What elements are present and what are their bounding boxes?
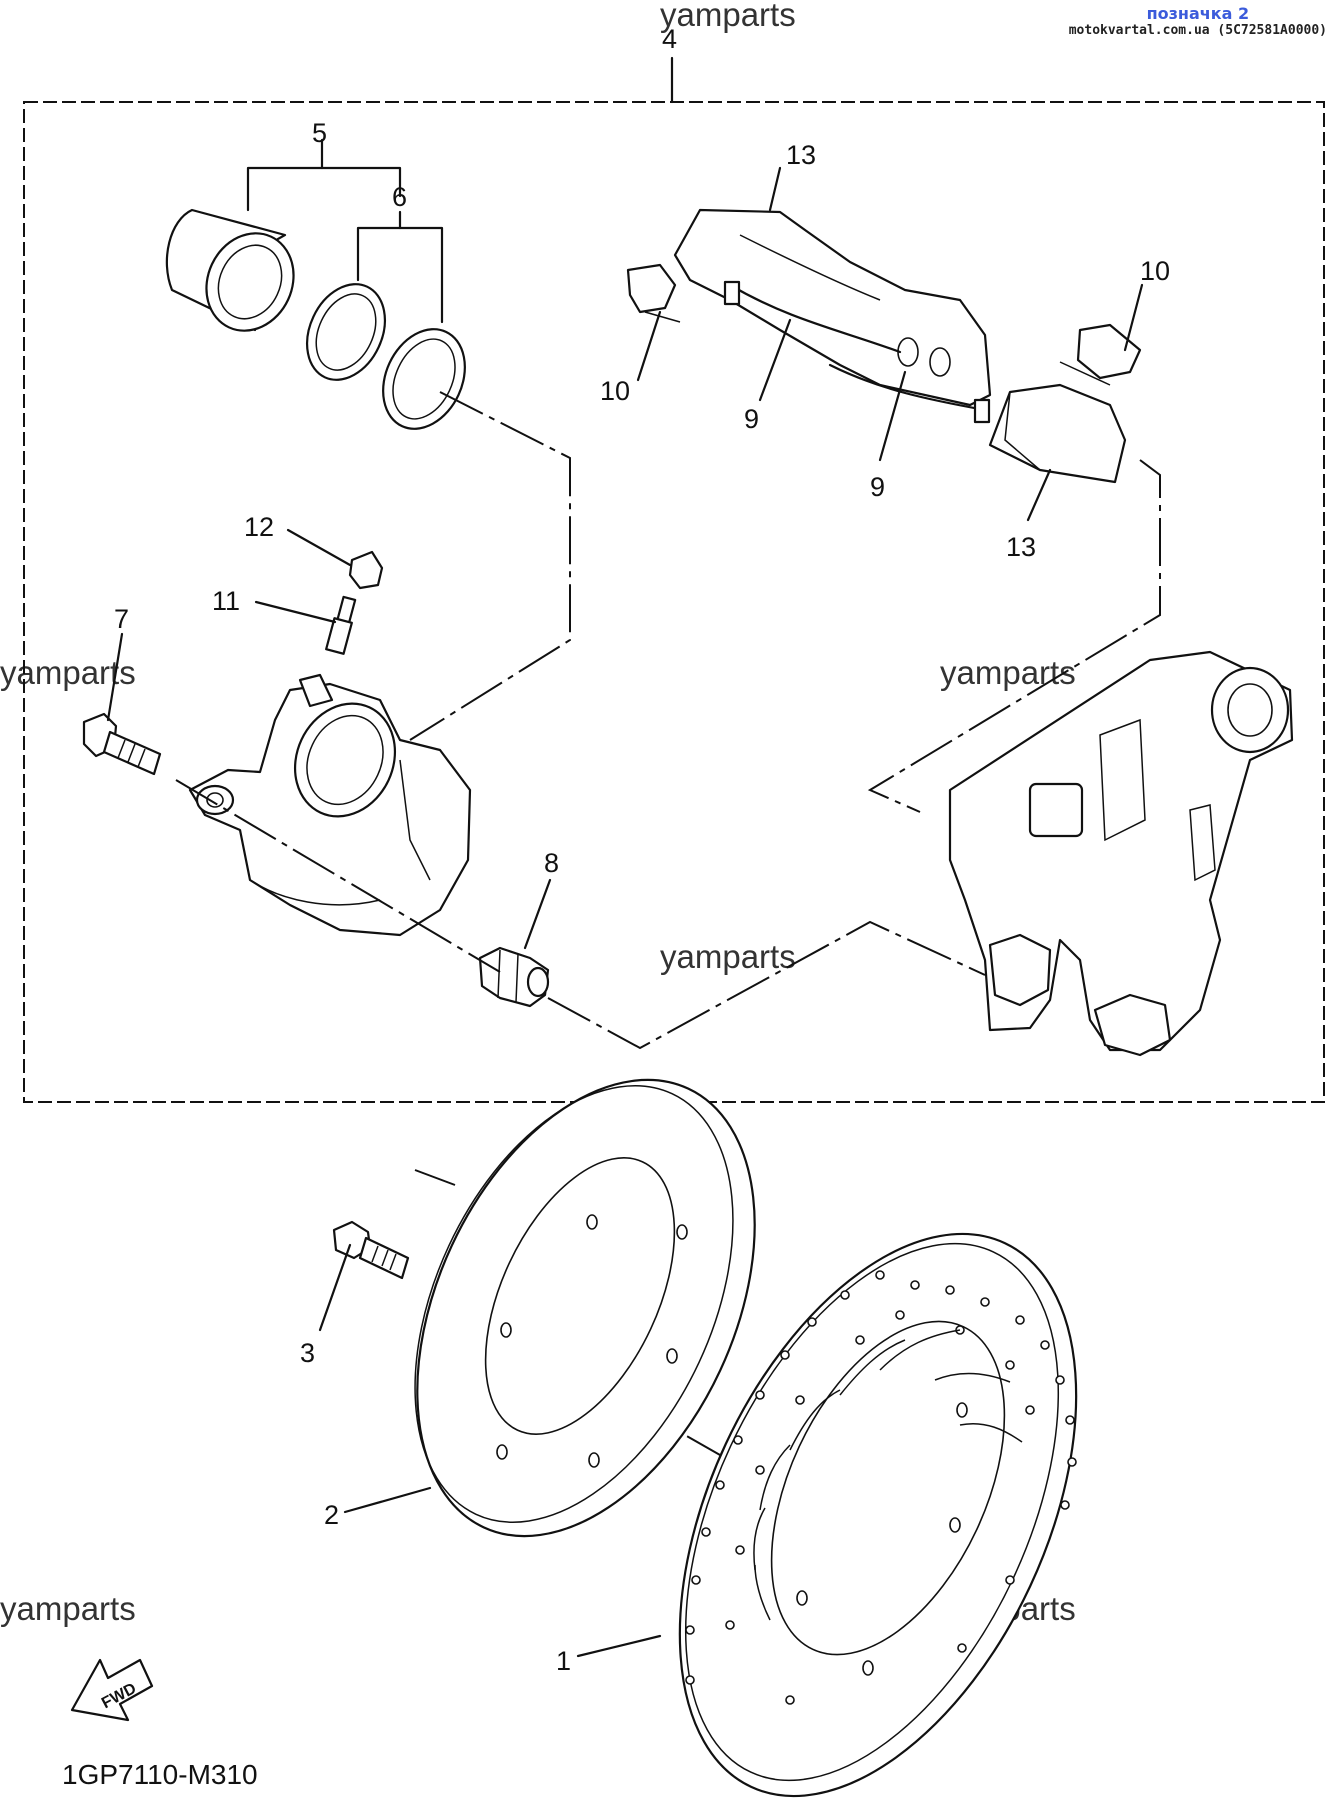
pin-bolt	[82, 712, 162, 776]
brake-pad-upper	[673, 208, 992, 407]
callout-8: 8	[544, 848, 559, 878]
diagram-code: 1GP7110-M310	[62, 1759, 258, 1790]
pad-shims	[723, 280, 991, 424]
callout-7: 7	[114, 604, 129, 634]
piston	[165, 208, 295, 332]
watermark-top: yamparts	[660, 0, 796, 33]
callout-bracket-5-6	[246, 138, 444, 324]
callout-2: 2	[324, 1500, 339, 1530]
callout-10-right: 10	[1140, 256, 1170, 286]
callout-9-lower: 9	[870, 472, 885, 502]
piston-seals	[306, 283, 466, 430]
callout-6: 6	[392, 182, 407, 212]
disc-cooling-slots	[753, 1329, 1023, 1621]
callout-3: 3	[300, 1338, 315, 1368]
disc-vent-holes	[685, 1270, 1077, 1705]
source-tag: позначка 2 motokvartal.com.ua (5C72581A0…	[1069, 4, 1327, 38]
brake-disc	[678, 1232, 1078, 1798]
disc-hub-plate	[414, 1078, 756, 1538]
disc-bolt	[332, 1220, 410, 1280]
callout-13-lower: 13	[1006, 532, 1036, 562]
callout-12: 12	[244, 512, 274, 542]
pad-spring-right	[1059, 323, 1142, 386]
tag-title: позначка 2	[1146, 4, 1250, 23]
caliper-body	[188, 673, 472, 937]
forward-arrow-icon: FWD	[70, 1658, 154, 1722]
callout-4: 4	[662, 24, 677, 54]
callout-1: 1	[556, 1646, 571, 1676]
callout-11: 11	[212, 586, 240, 616]
callout-10-left: 10	[600, 376, 630, 406]
watermark-bottom-left: yamparts	[0, 1590, 136, 1627]
brake-pad-lower	[988, 383, 1127, 484]
bleeder-cap	[348, 550, 384, 590]
callout-9-upper: 9	[744, 404, 759, 434]
caliper-bracket	[948, 650, 1294, 1057]
tag-source: motokvartal.com.ua (5C72581A0000)	[1068, 23, 1327, 38]
watermark-right: yamparts	[940, 654, 1076, 691]
callout-leaders	[106, 166, 1144, 1658]
callout-13-upper: 13	[786, 140, 816, 170]
callout-5: 5	[312, 118, 327, 148]
watermark-center: yamparts	[660, 938, 796, 975]
pad-spring-left	[626, 263, 681, 323]
bleeder-screw	[325, 595, 357, 655]
pin-boot	[478, 946, 550, 1008]
